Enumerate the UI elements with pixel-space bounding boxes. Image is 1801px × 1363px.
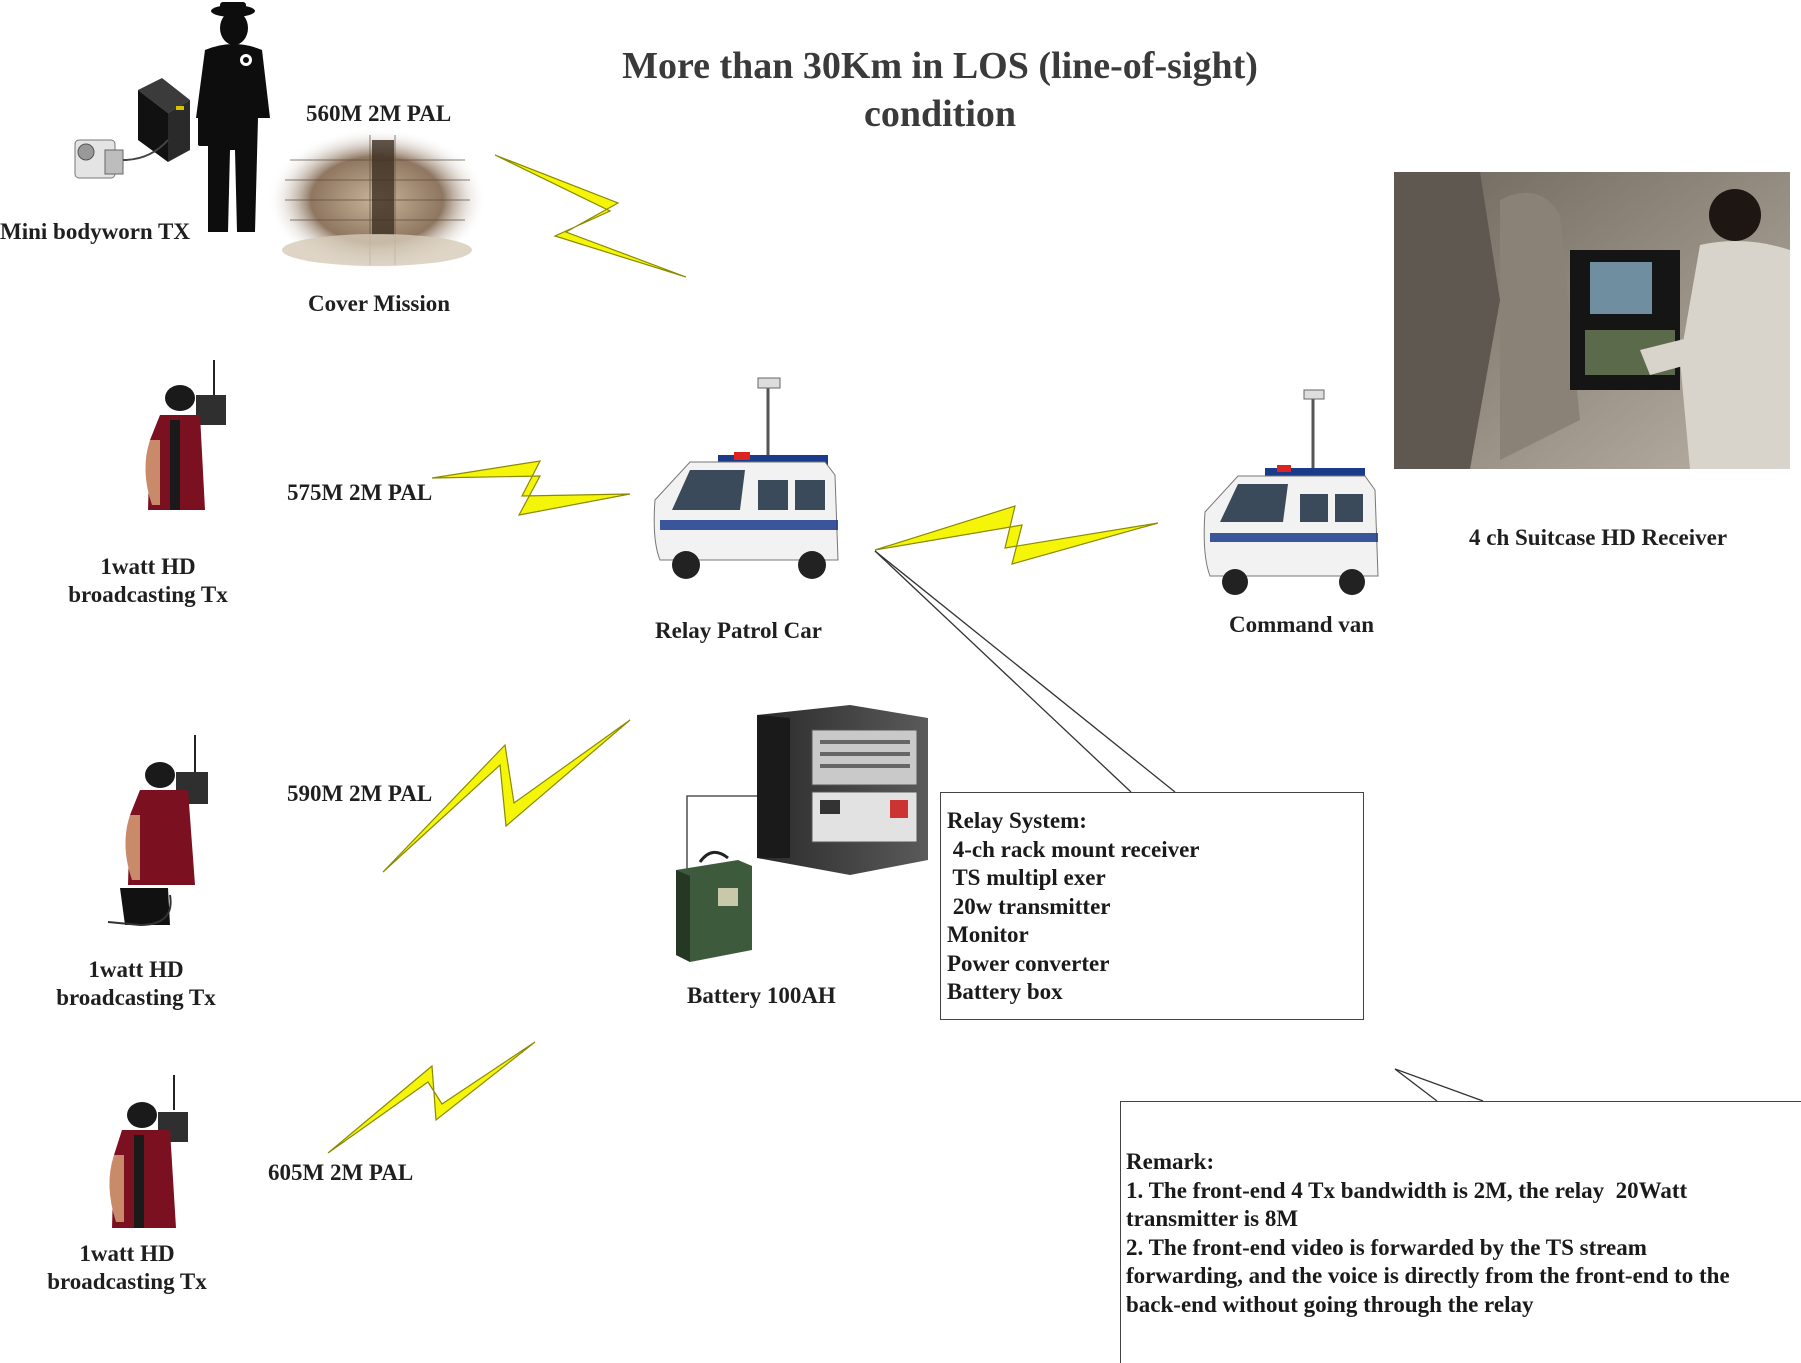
remark-line: 2. The front-end video is forwarded by t… (1126, 1234, 1647, 1260)
remark-line: 1. The front-end 4 Tx bandwidth is 2M, t… (1126, 1177, 1688, 1203)
diagram-title: More than 30Km in LOS (line-of-sight) co… (560, 42, 1320, 138)
remark-line: Remark: (1126, 1149, 1215, 1174)
label-tx-3-line1: 1watt HD (79, 1241, 175, 1266)
label-link-590: 590M 2M PAL (287, 781, 433, 806)
label-tx-2: 1watt HD broadcasting Tx (36, 956, 236, 1012)
relay-system-line: Relay System: (947, 808, 1087, 833)
label-link-575: 575M 2M PAL (287, 480, 433, 505)
label-tx-1-line2: broadcasting Tx (68, 582, 228, 607)
relay-system-line: Monitor (947, 922, 1029, 947)
command-van-icon (1203, 389, 1379, 595)
relay-system-line: TS multipl exer (947, 865, 1106, 890)
label-command-van: Command van (1229, 612, 1375, 637)
cover-mission-photo (267, 128, 487, 272)
remark-line: forwarding, and the voice is directly fr… (1126, 1263, 1730, 1288)
lightning-590 (382, 719, 631, 873)
cameraman-1-icon (145, 360, 226, 510)
cameraman-2-icon (107, 735, 208, 927)
label-tx-3-line2: broadcasting Tx (47, 1269, 207, 1294)
label-tx-1: 1watt HD broadcasting Tx (48, 553, 248, 609)
label-battery: Battery 100AH (687, 983, 836, 1008)
label-mini-bodyworn-tx: Mini bodyworn TX (0, 219, 191, 244)
relay-system-box: Relay System: 4-ch rack mount receiver T… (940, 792, 1364, 1020)
bodyworn-person-icon (196, 2, 270, 232)
label-link-560: 560M 2M PAL (306, 101, 452, 126)
lightning-relay-command (874, 505, 1159, 565)
bodyworn-tx-icon (138, 78, 190, 162)
relay-system-line: Power converter (947, 950, 1110, 976)
relay-patrol-car-icon (653, 377, 839, 579)
lightning-575 (431, 460, 631, 516)
relay-system-line: Battery box (947, 979, 1063, 1004)
suitcase-receiver-photo (1394, 172, 1790, 469)
callout-relay-system (874, 550, 1176, 793)
label-tx-2-line2: broadcasting Tx (56, 985, 216, 1010)
relay-system-line: 4-ch rack mount receiver (947, 836, 1200, 862)
label-relay-patrol-car: Relay Patrol Car (655, 618, 822, 643)
battery-box-icon (676, 850, 752, 962)
label-tx-1-line1: 1watt HD (100, 554, 196, 579)
title-line-1: More than 30Km in LOS (line-of-sight) (622, 45, 1258, 87)
lightning-560 (494, 154, 687, 278)
battery-cable (686, 795, 757, 870)
lightning-605 (327, 1041, 536, 1154)
label-suitcase-receiver: 4 ch Suitcase HD Receiver (1469, 525, 1728, 550)
rack-equipment-icon (757, 705, 928, 875)
label-tx-3: 1watt HD broadcasting Tx (27, 1240, 227, 1296)
remark-box: Remark: 1. The front-end 4 Tx bandwidth … (1120, 1101, 1801, 1363)
title-line-2: condition (863, 93, 1017, 135)
mini-camera-icon (74, 139, 169, 179)
remark-line: transmitter is 8M (1126, 1206, 1299, 1231)
relay-system-line: 20w transmitter (947, 893, 1111, 919)
label-cover-mission: Cover Mission (308, 291, 451, 316)
label-tx-2-line1: 1watt HD (88, 957, 184, 982)
label-link-605: 605M 2M PAL (268, 1160, 414, 1185)
remark-line: back-end without going through the relay (1126, 1291, 1534, 1317)
callout-remark (1394, 1068, 1484, 1102)
cameraman-3-icon (109, 1075, 188, 1228)
